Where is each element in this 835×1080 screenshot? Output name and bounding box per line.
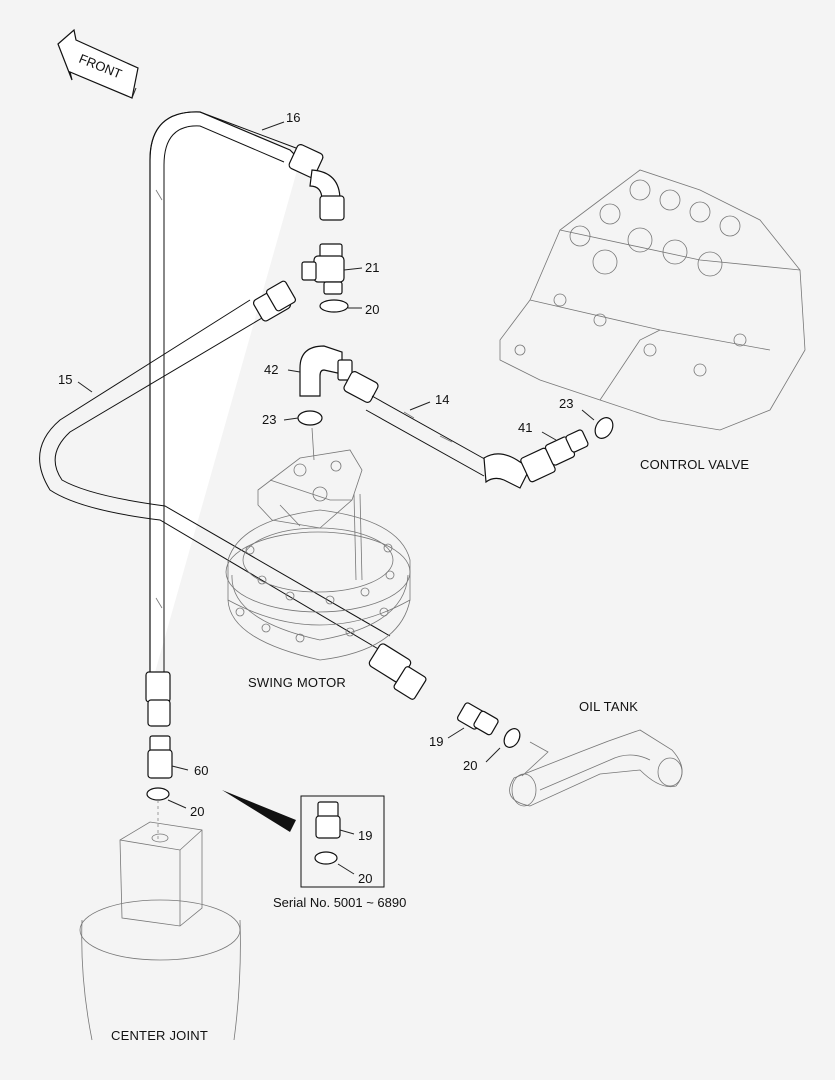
callout-15: 15 (58, 372, 72, 387)
fitting-19 (456, 702, 499, 736)
callout-16: 16 (286, 110, 300, 125)
o-ring-23-right (594, 417, 614, 439)
inset-box (222, 790, 385, 888)
front-arrow-icon: FRONT (57, 28, 139, 99)
callout-23-right: 23 (559, 396, 573, 411)
callout-20-mid: 20 (463, 758, 477, 773)
callout-42: 42 (264, 362, 278, 377)
callout-21: 21 (365, 260, 379, 275)
fitting-21 (301, 243, 345, 295)
callout-19: 19 (429, 734, 443, 749)
fitting-60 (147, 735, 173, 779)
o-ring-20-mid (503, 728, 521, 748)
hose-15 (39, 280, 427, 700)
label-control-valve: CONTROL VALVE (640, 457, 749, 472)
callout-14: 14 (435, 392, 449, 407)
oil-tank-drawing (509, 729, 683, 807)
inset-pointer-icon (222, 790, 296, 832)
label-oil-tank: OIL TANK (579, 699, 638, 714)
callout-60: 60 (194, 763, 208, 778)
hose-14 (343, 371, 531, 489)
leader-lines (77, 121, 595, 875)
o-ring-20-top (319, 299, 349, 313)
callout-20-bottom: 20 (190, 804, 204, 819)
callout-19-inset: 19 (358, 828, 372, 843)
o-ring-20-bottom (146, 787, 170, 801)
center-joint-drawing (79, 800, 241, 1041)
callout-23-left: 23 (262, 412, 276, 427)
callout-20-inset: 20 (358, 871, 372, 886)
o-ring-23-left (297, 410, 323, 426)
label-swing-motor: SWING MOTOR (248, 675, 346, 690)
inset-serial-label: Serial No. 5001 ~ 6890 (273, 895, 406, 910)
adapter-41 (520, 429, 589, 483)
callout-41: 41 (518, 420, 532, 435)
control-valve-drawing (499, 169, 806, 431)
swing-motor-drawing (225, 427, 411, 661)
callout-20-top: 20 (365, 302, 379, 317)
label-center-joint: CENTER JOINT (111, 1028, 208, 1043)
hose-16 (145, 111, 345, 727)
elbow-42 (299, 345, 353, 397)
